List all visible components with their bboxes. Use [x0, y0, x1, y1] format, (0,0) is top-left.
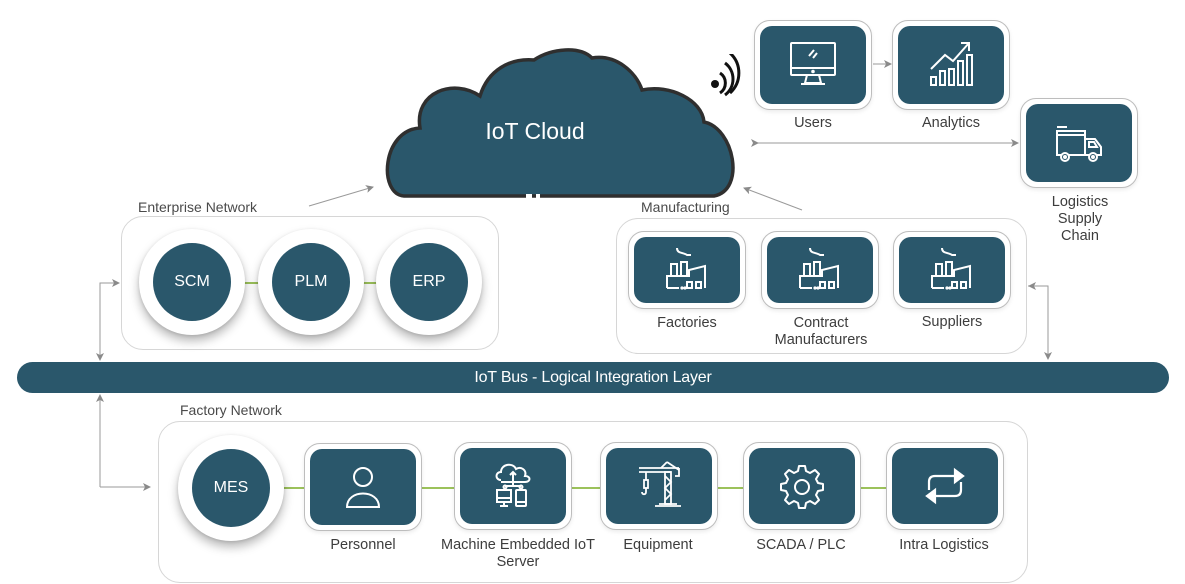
iot-bus-label: IoT Bus - Logical Integration Layer [474, 368, 712, 386]
analytics-label: Analytics [921, 115, 981, 131]
arrow-manufacturing-to-cloud [743, 186, 803, 211]
desktop-monitor-icon [790, 42, 836, 85]
cloud-devices-icon [495, 463, 531, 507]
contract-manufacturers-tile[interactable] [761, 231, 879, 309]
suppliers-tile[interactable] [893, 231, 1011, 309]
users-tile[interactable] [754, 20, 872, 110]
scada-plc-tile[interactable] [743, 442, 861, 530]
analytics-tile[interactable] [892, 20, 1010, 110]
cloud-label: IoT Cloud [485, 118, 585, 144]
erp-label: ERP [390, 243, 468, 321]
enterprise-node-scm[interactable]: SCM [139, 229, 245, 335]
factory-icon [666, 247, 706, 290]
intra-logistics-tile[interactable] [886, 442, 1004, 530]
machine-embedded-server-tile[interactable] [454, 442, 572, 530]
factories-label: Factories [657, 315, 717, 331]
scada-plc-label: SCADA / PLC [756, 537, 846, 553]
wifi-signal-icon [711, 54, 741, 97]
personnel-tile[interactable] [304, 443, 422, 531]
factory-icon [931, 247, 971, 290]
suppliers-label: Suppliers [921, 314, 983, 330]
factory-connector-line [280, 487, 890, 489]
scm-label: SCM [153, 243, 231, 321]
iot-cloud-shape [385, 48, 735, 200]
factory-network-title: Factory Network [180, 402, 282, 418]
equipment-tile[interactable] [600, 442, 718, 530]
crane-icon [639, 461, 681, 507]
factory-icon [799, 247, 839, 290]
contract-manufacturers-label: Contract Manufacturers [774, 315, 868, 348]
person-icon [345, 467, 381, 508]
gear-icon [780, 465, 824, 509]
enterprise-network-title: Enterprise Network [138, 199, 258, 215]
mes-label: MES [192, 449, 270, 527]
arrow-manufacturing-bus [1028, 285, 1052, 360]
logistics-label: Logistics Supply Chain [1051, 194, 1109, 244]
enterprise-node-plm[interactable]: PLM [258, 229, 364, 335]
users-label: Users [794, 115, 832, 131]
machine-embedded-server-label: Machine Embedded IoT Server [441, 537, 595, 570]
equipment-label: Equipment [623, 537, 693, 553]
personnel-label: Personnel [330, 537, 396, 553]
iot-bus-layer: IoT Bus - Logical Integration Layer [17, 362, 1169, 393]
delivery-truck-icon [1056, 126, 1102, 162]
intra-logistics-label: Intra Logistics [899, 537, 989, 553]
arrow-enterprise-bus [96, 282, 119, 361]
factory-hub-mes[interactable]: MES [178, 435, 284, 541]
enterprise-node-erp[interactable]: ERP [376, 229, 482, 335]
logistics-tile[interactable] [1020, 98, 1138, 188]
manufacturing-title: Manufacturing [641, 199, 730, 215]
factories-tile[interactable] [628, 231, 746, 309]
growth-chart-icon [930, 42, 973, 86]
plm-label: PLM [272, 243, 350, 321]
factory-network-group [158, 421, 1028, 583]
exchange-arrows-icon [925, 467, 965, 505]
arrow-enterprise-to-cloud [308, 185, 374, 207]
